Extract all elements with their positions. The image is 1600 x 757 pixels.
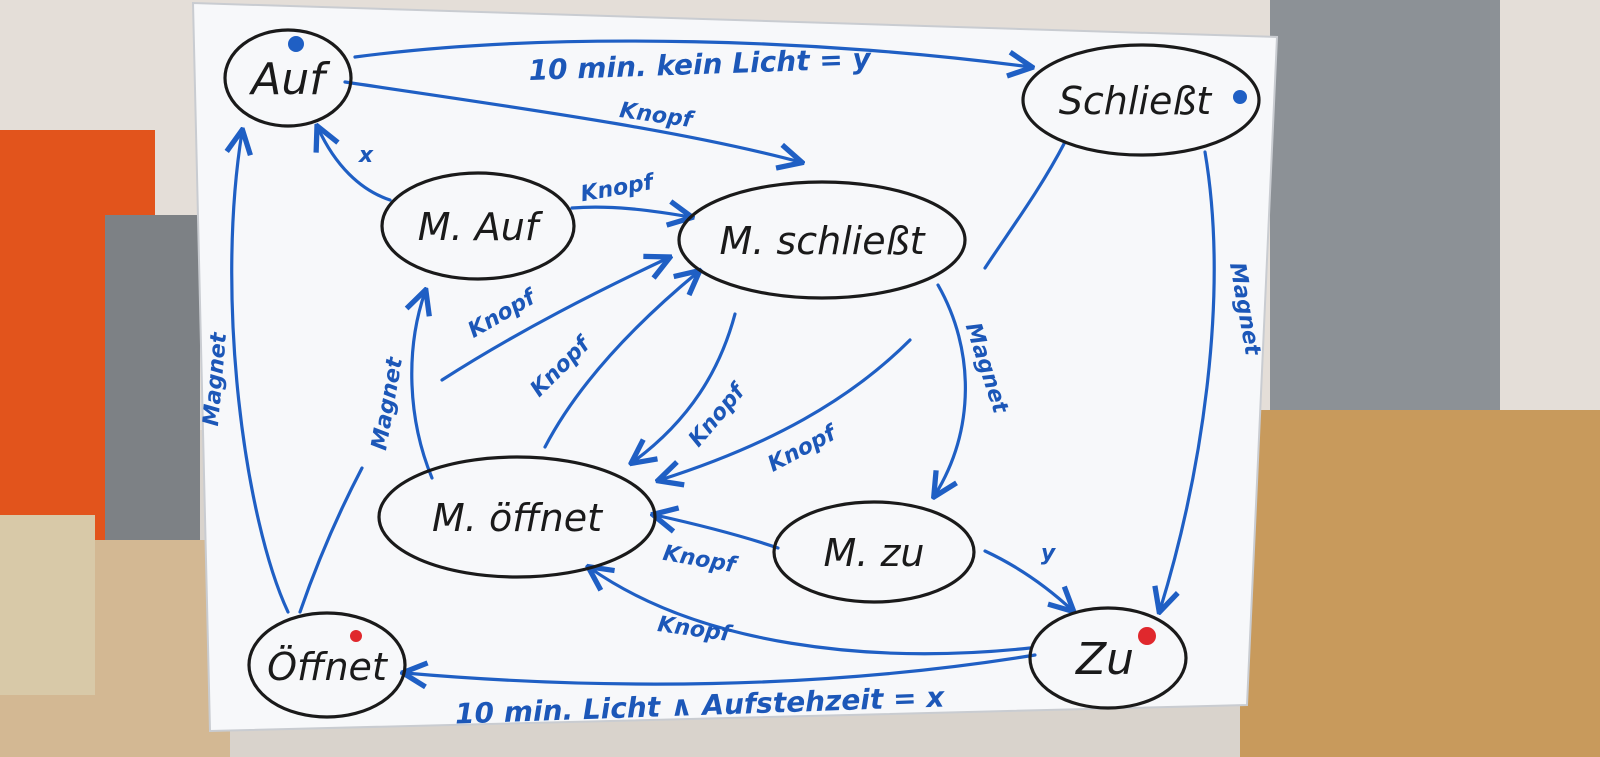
blue-dot-marker xyxy=(288,36,304,52)
edge-zu-oeffnet xyxy=(405,653,1037,684)
edge-label-mauf-auf: x xyxy=(358,143,374,168)
state-label-auf: Auf xyxy=(248,54,331,105)
edge-label-mzu-zu: y xyxy=(1041,541,1057,566)
edge-schliesst-stub xyxy=(983,140,1067,270)
grey-box xyxy=(105,215,200,545)
edge-mauf-mschliesst xyxy=(570,207,690,217)
cardboard xyxy=(0,515,95,695)
state-auf: Auf xyxy=(223,28,353,128)
red-dot-marker xyxy=(350,630,362,642)
edge-mzu-moeffnet-b xyxy=(655,515,780,550)
edge-mzu-moeffnet-a xyxy=(660,338,912,480)
state-label-m-auf: M. Auf xyxy=(418,205,544,249)
edge-moeffnet-mauf xyxy=(412,292,434,480)
state-label-oeffnet: Öffnet xyxy=(267,645,389,689)
edge-mschliesst-mzu xyxy=(935,283,967,495)
edge-schliesst-zu xyxy=(1160,150,1216,610)
state-m-zu: M. zu xyxy=(772,500,976,604)
state-m-oeffnet: M. öffnet xyxy=(377,455,657,579)
whiteboard xyxy=(191,1,1279,733)
edge-moeffnet-mschliesst-a xyxy=(440,258,668,382)
red-dot-marker xyxy=(1138,627,1156,645)
state-label-m-oeffnet: M. öffnet xyxy=(432,496,604,540)
edge-moeffnet-mschliesst-b xyxy=(543,272,698,449)
state-label-m-zu: M. zu xyxy=(824,531,925,575)
edge-mzu-zu xyxy=(983,549,1072,610)
state-schliesst: Schließt xyxy=(1021,43,1261,157)
state-label-schliesst: Schließt xyxy=(1059,79,1214,123)
state-label-m-schliesst: M. schließt xyxy=(719,219,926,263)
edge-mschliesst-moeffnet xyxy=(633,312,737,462)
state-m-auf: M. Auf xyxy=(380,171,576,281)
state-zu: Zu xyxy=(1028,606,1188,710)
state-label-zu: Zu xyxy=(1075,634,1134,685)
edge-oeffnet-stub xyxy=(298,466,364,614)
edge-zu-moeffnet xyxy=(590,568,1032,656)
edge-auf-mschliesst xyxy=(343,80,800,162)
state-m-schliesst: M. schließt xyxy=(677,180,967,300)
pegboard xyxy=(1270,0,1500,410)
edge-mauf-auf xyxy=(318,128,392,202)
edge-oeffnet-auf xyxy=(232,132,290,614)
wood-table xyxy=(1240,410,1600,757)
state-oeffnet: Öffnet xyxy=(247,611,407,719)
blue-dot-marker xyxy=(1233,90,1247,104)
edge-auf-schliesst xyxy=(353,39,1030,67)
